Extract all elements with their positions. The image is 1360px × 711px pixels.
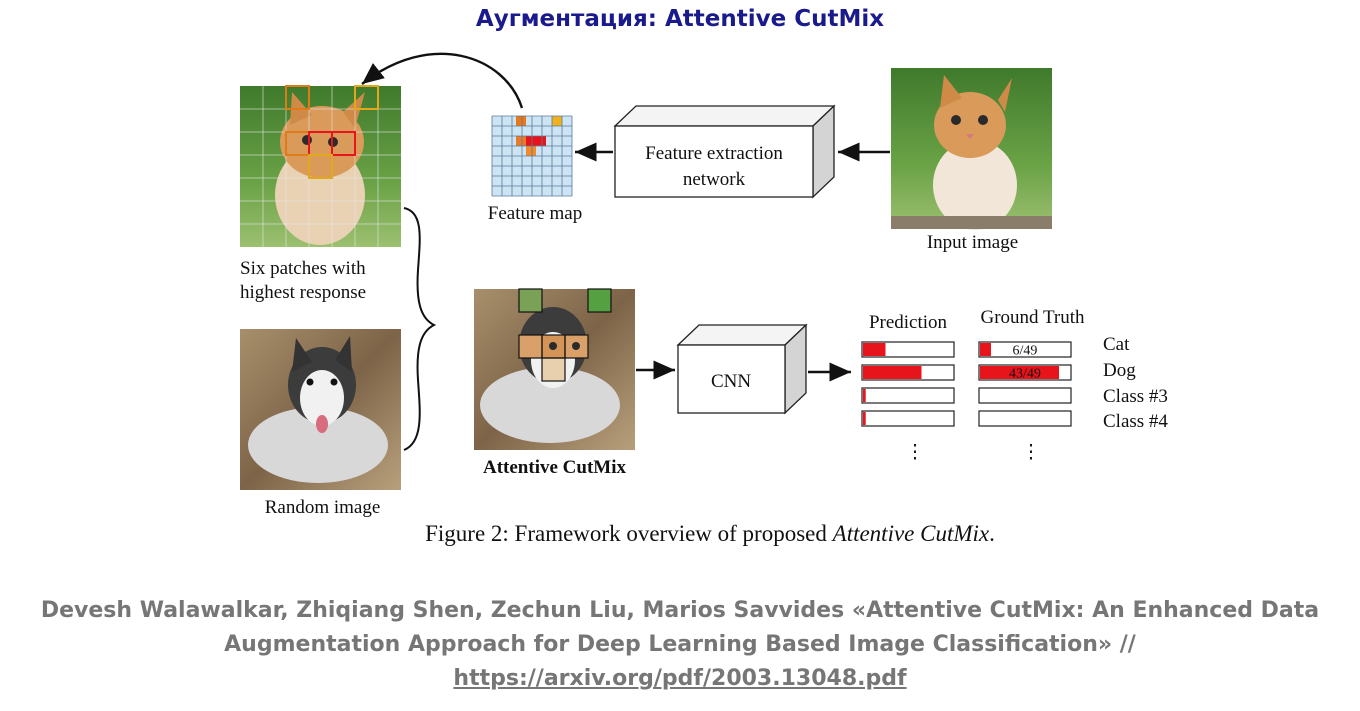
citation-text: Devesh Walawalkar, Zhiqiang Shen, Zechun… [40, 598, 1320, 657]
highlighted-patches [285, 85, 379, 179]
caption-prefix: Figure 2: Framework overview of proposed [425, 521, 833, 546]
random-image-label: Random image [264, 497, 381, 518]
slide-title: Аугментация: Attentive CutMix [475, 6, 885, 32]
kitten-patch-image [240, 86, 401, 247]
ground-truth-bar-fill-1 [980, 366, 1060, 379]
ground-truth-ellipsis: ⋮ [1021, 442, 1041, 463]
class-label-3: Class #3 [1103, 386, 1168, 407]
cnn-label: CNN [711, 371, 751, 392]
ground-truth-bar-0 [978, 341, 1072, 358]
attentive-cutmix-label: Attentive CutMix [483, 457, 626, 478]
figure-caption: Figure 2: Framework overview of proposed… [0, 521, 1360, 547]
ground-truth-bar-3 [978, 410, 1072, 427]
prediction-ellipsis: ⋮ [905, 442, 925, 463]
class-label-cat: Cat [1103, 334, 1130, 355]
feature-map-label: Feature map [487, 203, 583, 224]
caption-suffix: . [989, 521, 995, 546]
six-patches-label-2: highest response [240, 282, 367, 303]
ground-truth-bar-label-0: 6/49 [1013, 344, 1038, 359]
random-image [240, 329, 401, 490]
feature-extraction-box [613, 104, 836, 199]
feature-extraction-label-1: Feature extraction [645, 143, 783, 164]
caption-italic: Attentive CutMix [832, 521, 990, 546]
feature-extraction-label-2: network [683, 169, 746, 190]
ground-truth-bar-2 [978, 387, 1072, 404]
prediction-bar-3 [861, 410, 955, 427]
merge-brace [403, 207, 437, 451]
prediction-bar-fill-2 [863, 389, 866, 402]
prediction-header: Prediction [868, 312, 948, 333]
flow-arrows [361, 52, 890, 382]
prediction-bar-fill-0 [863, 343, 886, 356]
ground-truth-bar-label-1: 43/49 [1009, 367, 1041, 382]
citation-link[interactable]: https://arxiv.org/pdf/2003.13048.pdf [453, 666, 907, 691]
citation: Devesh Walawalkar, Zhiqiang Shen, Zechun… [0, 594, 1360, 696]
class-label-dog: Dog [1103, 360, 1136, 381]
class-bars: 6/49 43/49 [861, 341, 1072, 427]
prediction-bar-fill-3 [863, 412, 866, 425]
class-label-4: Class #4 [1103, 411, 1168, 432]
cnn-box [676, 323, 808, 415]
feature-map-grid [491, 115, 573, 197]
input-image-label: Input image [926, 232, 1019, 253]
input-image [891, 68, 1052, 230]
six-patches-label-1: Six patches with [240, 258, 366, 279]
ground-truth-header: Ground Truth [980, 307, 1085, 328]
prediction-bar-2 [861, 387, 955, 404]
ground-truth-bar-fill-0 [980, 343, 991, 356]
attentive-cutmix-image [474, 288, 635, 450]
prediction-bar-fill-1 [863, 366, 922, 379]
